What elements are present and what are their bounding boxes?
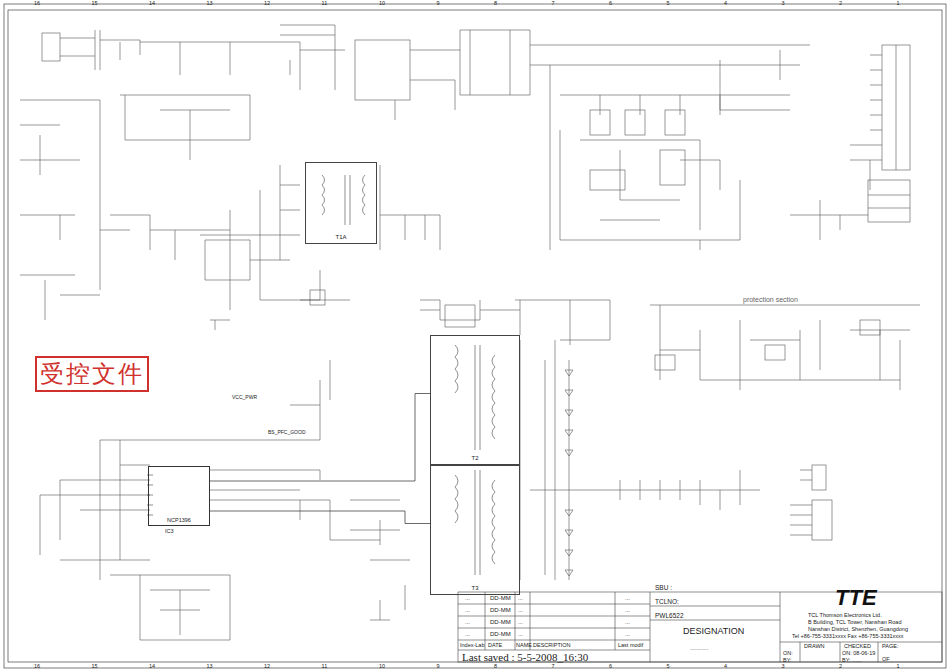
text-label: TTE bbox=[835, 586, 877, 610]
text-label: ... bbox=[518, 595, 523, 602]
node-text: T1A bbox=[335, 234, 346, 241]
text-label: 1 bbox=[897, 663, 900, 669]
text-label: TCL Thomson Electronics Ltd. bbox=[808, 612, 882, 618]
text-label: 13 bbox=[207, 663, 213, 669]
text-label: BS_PFC_GOOD bbox=[268, 430, 306, 436]
text-label: ........... bbox=[690, 645, 708, 652]
node-text: 受控文件 bbox=[40, 361, 144, 387]
text-label: BY: ...... bbox=[842, 657, 861, 663]
text-label: 10 bbox=[379, 663, 385, 669]
text-label: ... bbox=[465, 607, 470, 614]
text-label: 2 bbox=[839, 0, 842, 6]
text-label: PWL6522 bbox=[655, 612, 684, 619]
stamp-box: 受控文件 bbox=[35, 356, 149, 392]
text-label: Nanshan District, Shenzhen, Guangdong bbox=[808, 626, 908, 632]
node-text: T3 bbox=[471, 585, 478, 592]
node-text: NCP1396 bbox=[167, 517, 191, 523]
text-label: 8 bbox=[494, 0, 497, 6]
text-label: ... bbox=[518, 607, 523, 614]
text-label: IC3 bbox=[165, 528, 174, 534]
text-label: Last saved : 5-5-2008_16:30 bbox=[462, 651, 588, 663]
text-label: 4 bbox=[724, 0, 727, 6]
text-label: ON: bbox=[783, 650, 793, 656]
text-label: 4 bbox=[724, 663, 727, 669]
text-label: ... bbox=[465, 631, 470, 638]
text-label: 14 bbox=[149, 0, 155, 6]
wire-connector bbox=[210, 511, 430, 524]
text-label: protection section bbox=[743, 296, 798, 304]
text-label: 13 bbox=[207, 0, 213, 6]
text-label: DESIGNATION bbox=[683, 627, 744, 637]
text-label: DESCRIPTION bbox=[533, 642, 571, 648]
wire-connector bbox=[210, 394, 430, 482]
text-label: Index-Lab bbox=[460, 642, 484, 648]
text-label: 1 bbox=[897, 0, 900, 6]
text-label: ... bbox=[518, 631, 523, 638]
text-label: B Building, TCL Tower, Nanshan Road bbox=[808, 619, 901, 625]
text-label: ... bbox=[518, 619, 523, 626]
frame bbox=[4, 4, 946, 668]
text-label: 5 bbox=[667, 0, 670, 6]
text-label: ... bbox=[625, 607, 630, 614]
text-label: 12 bbox=[264, 0, 270, 6]
text-label: ... bbox=[625, 619, 630, 626]
text-label: Last modif bbox=[618, 642, 643, 648]
text-label: 15 bbox=[92, 663, 98, 669]
text-label: 5 bbox=[667, 663, 670, 669]
transformer-coils bbox=[147, 175, 495, 575]
text-label: 10 bbox=[379, 0, 385, 6]
text-label: 15 bbox=[92, 0, 98, 6]
text-label: 9 bbox=[437, 663, 440, 669]
text-label: SBU : bbox=[655, 584, 672, 591]
text-label: VCC_PWR bbox=[232, 395, 257, 401]
text-label: DD-MM bbox=[490, 619, 511, 626]
text-label: CHECKED bbox=[844, 643, 871, 649]
ic-box: NCP1396 bbox=[148, 466, 210, 526]
text-label: 11 bbox=[322, 0, 328, 6]
text-label: Tel +86-755-3331xxxx Fax +86-755-3331xxx… bbox=[792, 633, 904, 639]
text-label: 3 bbox=[782, 0, 785, 6]
text-label: OF bbox=[882, 656, 890, 662]
text-label: NAME bbox=[516, 642, 532, 648]
transformer-box: T2 bbox=[430, 335, 520, 465]
text-label: 12 bbox=[264, 663, 270, 669]
text-label: DD-MM bbox=[490, 595, 511, 602]
node-text: T2 bbox=[471, 455, 478, 462]
text-label: DD-MM bbox=[490, 631, 511, 638]
text-label: ON: 08-06-19 bbox=[842, 650, 875, 656]
text-label: 16 bbox=[34, 0, 40, 6]
text-label: ... bbox=[465, 619, 470, 626]
transformer-box: T3 bbox=[430, 465, 520, 595]
text-label: BY: bbox=[783, 657, 792, 663]
text-label: ... bbox=[625, 595, 630, 602]
text-label: DRAWN bbox=[804, 643, 825, 649]
text-label: TCLNO: bbox=[655, 598, 679, 605]
transformer-box: T1A bbox=[305, 162, 377, 244]
text-label: 11 bbox=[322, 663, 328, 669]
text-label: 7 bbox=[552, 0, 555, 6]
text-label: 6 bbox=[609, 0, 612, 6]
text-label: 7 bbox=[552, 663, 555, 669]
text-label: 14 bbox=[149, 663, 155, 669]
wires bbox=[20, 25, 920, 640]
text-label: DATE bbox=[488, 642, 502, 648]
text-label: 2 bbox=[839, 663, 842, 669]
text-label: PAGE: bbox=[882, 643, 898, 649]
text-label: 16 bbox=[34, 663, 40, 669]
text-label: ... bbox=[465, 595, 470, 602]
text-label: ... bbox=[625, 631, 630, 638]
text-label: 9 bbox=[437, 0, 440, 6]
text-label: DD-MM bbox=[490, 607, 511, 614]
text-label: 6 bbox=[609, 663, 612, 669]
text-label: 3 bbox=[782, 663, 785, 669]
text-label: 8 bbox=[494, 663, 497, 669]
